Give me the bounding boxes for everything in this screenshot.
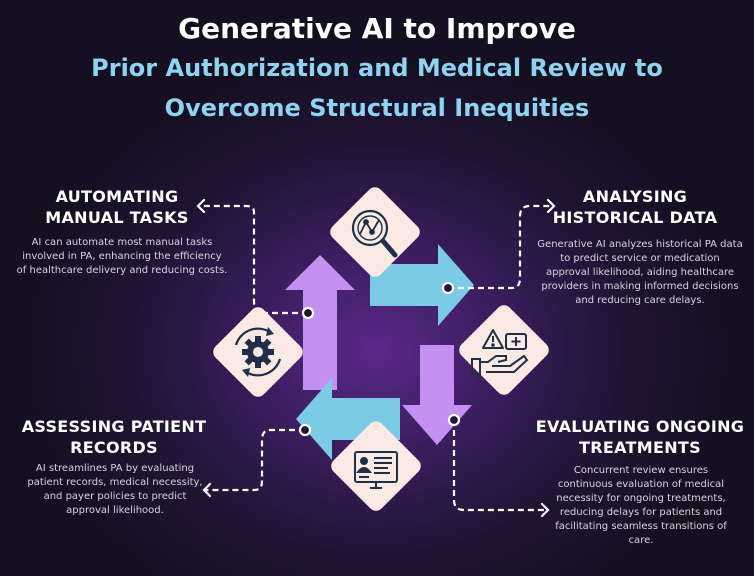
title-line-3: Overcome Structural Inequities [164,94,590,122]
hand-medical-icon [471,329,529,375]
automating-body: AI can automate most manual tasks involv… [16,237,228,276]
purple-up-arrow [285,255,355,390]
connector-dot-assessing [298,423,312,437]
connector-head-assessing [202,482,212,498]
purple-down-arrow [402,345,472,445]
analysing-heading-line2: HISTORICAL DATA [552,208,718,227]
diamond-right [459,305,549,395]
connector-head-automating [196,198,206,214]
diamond-bottom [331,421,421,511]
evaluating-heading-line1: EVALUATING ONGOING [535,417,745,436]
connector-dot-evaluating [447,413,461,427]
connector-dot-analysing [441,281,455,295]
connector-head-evaluating [540,502,550,518]
analysing-body: Generative AI analyzes historical PA dat… [537,239,743,306]
connector-head-analysing [546,198,556,214]
magnifier-chart-icon [351,209,398,258]
automating-heading: AUTOMATING MANUAL TASKS [12,186,222,228]
analysing-heading: ANALYSING HISTORICAL DATA [535,186,735,228]
connector-dot-automating [301,306,315,320]
evaluating-heading-line2: TREATMENTS [579,438,701,457]
assessing-heading: ASSESSING PATIENT RECORDS [14,416,214,458]
assessing-body: AI streamlines PA by evaluating patient … [27,463,203,516]
automating-heading-line2: MANUAL TASKS [45,208,189,227]
assessing-heading-line1: ASSESSING PATIENT [21,417,207,436]
connector-analysing [448,204,554,290]
title-line-1: Generative AI to Improve [178,12,576,45]
evaluating-heading: EVALUATING ONGOING TREATMENTS [532,416,748,458]
gear-cycle-icon [234,327,282,377]
automating-heading-line1: AUTOMATING [55,187,179,206]
blue-right-arrow [370,244,474,326]
assessing-heading-line2: RECORDS [70,438,158,457]
analysing-heading-line1: ANALYSING [582,187,688,206]
title-line-2: Prior Authorization and Medical Review t… [91,54,663,82]
connector-evaluating [452,420,548,512]
connector-assessing [206,428,305,492]
evaluating-body: Concurrent review ensures continuous eva… [555,465,727,546]
patient-record-icon [354,451,398,489]
